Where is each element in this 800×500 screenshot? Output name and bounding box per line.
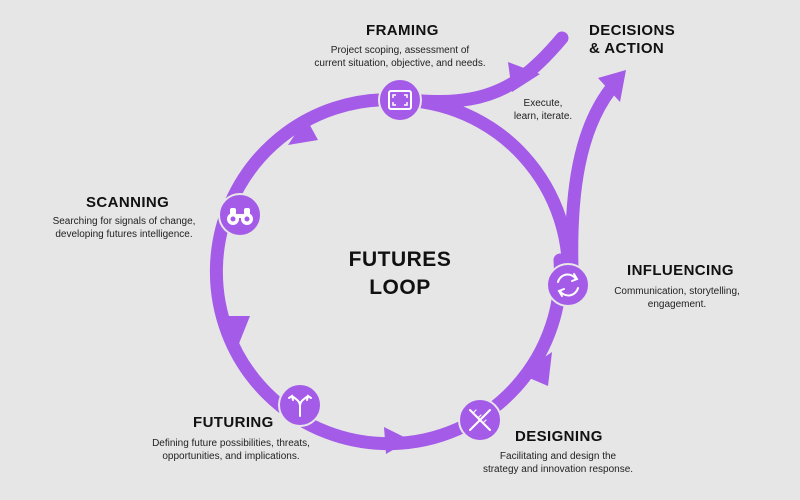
outgoing-arrowhead bbox=[598, 70, 626, 102]
designing-desc-line1: Facilitating and design the bbox=[499, 451, 617, 462]
node-framing bbox=[378, 78, 422, 122]
decisions-description: Execute, learn, iterate. bbox=[508, 97, 578, 123]
node-designing bbox=[458, 398, 502, 442]
framing-description: Project scoping, assessment of current s… bbox=[302, 44, 498, 70]
node-futuring bbox=[278, 383, 322, 427]
decisions-title: DECISIONS & ACTION bbox=[589, 22, 675, 58]
loop-arrow-framing-scanning bbox=[288, 118, 318, 145]
outgoing-curve bbox=[565, 83, 617, 275]
node-influencing bbox=[546, 263, 590, 307]
scanning-desc-line1: Searching for signals of change, bbox=[52, 216, 196, 227]
decisions-title-line2: & ACTION bbox=[589, 40, 665, 57]
node-scanning bbox=[218, 193, 262, 237]
influencing-desc-line2: engagement. bbox=[647, 299, 707, 310]
loop-path bbox=[209, 93, 567, 451]
center-title: FUTURES LOOP bbox=[300, 246, 500, 302]
framing-desc-line2: current situation, objective, and needs. bbox=[314, 58, 486, 69]
futuring-description: Defining future possibilities, threats, … bbox=[133, 437, 329, 463]
scanning-desc-line2: developing futures intelligence. bbox=[55, 229, 193, 240]
loop-arrow-scanning-futuring bbox=[221, 316, 250, 346]
designing-description: Facilitating and design the strategy and… bbox=[463, 450, 653, 476]
influencing-title: INFLUENCING bbox=[627, 262, 734, 279]
designing-title: DESIGNING bbox=[515, 428, 603, 445]
loop-arrow-designing-influencing bbox=[520, 352, 552, 386]
framing-desc-line1: Project scoping, assessment of bbox=[330, 45, 470, 56]
incoming-arrowhead bbox=[508, 62, 540, 92]
loop-arrow-futuring-designing bbox=[384, 427, 410, 454]
frame-icon bbox=[388, 90, 412, 110]
center-title-line1: FUTURES bbox=[348, 248, 452, 271]
ruler-pencil-icon bbox=[469, 409, 491, 431]
framing-title: FRAMING bbox=[366, 22, 439, 39]
influencing-description: Communication, storytelling, engagement. bbox=[602, 285, 752, 311]
scanning-description: Searching for signals of change, develop… bbox=[36, 215, 212, 241]
decisions-desc-line1: Execute, bbox=[523, 98, 563, 109]
binoculars-icon bbox=[227, 208, 253, 225]
center-title-line2: LOOP bbox=[369, 276, 431, 299]
futuring-desc-line1: Defining future possibilities, threats, bbox=[152, 438, 310, 449]
scanning-title: SCANNING bbox=[86, 194, 170, 211]
decisions-title-line1: DECISIONS bbox=[589, 22, 676, 39]
futuring-desc-line2: opportunities, and implications. bbox=[162, 451, 300, 462]
decisions-desc-line2: learn, iterate. bbox=[513, 111, 573, 122]
futuring-title: FUTURING bbox=[193, 414, 274, 431]
designing-desc-line2: strategy and innovation response. bbox=[482, 464, 634, 475]
influencing-desc-line1: Communication, storytelling, bbox=[614, 286, 740, 297]
refresh-icon bbox=[557, 273, 579, 297]
branch-arrows-icon bbox=[288, 394, 312, 417]
